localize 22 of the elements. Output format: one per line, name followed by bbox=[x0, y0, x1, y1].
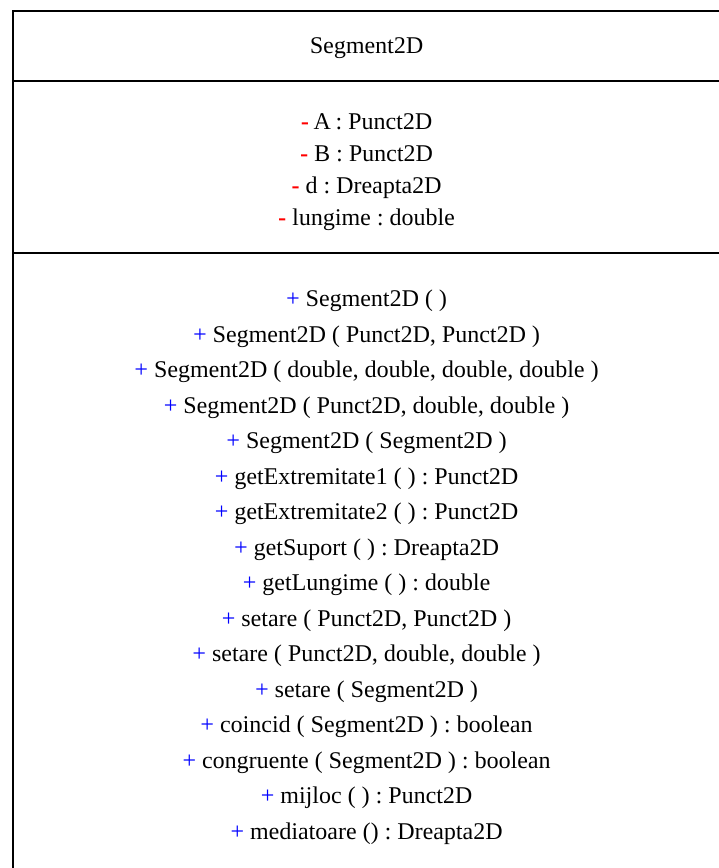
method-text: + setare ( Punct2D, Punct2D ) bbox=[220, 604, 512, 634]
method-text: + getExtremitate1 ( ) : Punct2D bbox=[214, 462, 520, 492]
attribute-text: - B : Punct2D bbox=[299, 140, 434, 169]
class-box bbox=[12, 10, 719, 868]
method-text: + congruente ( Segment2D ) : boolean bbox=[181, 746, 552, 776]
method-text: + coincid ( Segment2D ) : boolean bbox=[199, 711, 534, 740]
method-text: + mediatoare () : Dreapta2D bbox=[229, 818, 504, 846]
attribute-text: - A : Punct2D bbox=[300, 108, 434, 137]
method-text: + Segment2D ( Segment2D ) bbox=[225, 427, 508, 456]
method-text: + getExtremitate2 ( ) : Punct2D bbox=[214, 498, 520, 527]
attribute-text: - d : Dreapta2D bbox=[290, 172, 442, 201]
method-text: + Segment2D ( ) bbox=[285, 285, 448, 314]
attribute-text: - lungime : double bbox=[277, 204, 456, 233]
method-text: + Segment2D ( Punct2D, double, double ) bbox=[162, 392, 570, 420]
method-text: + mijloc ( ) : Punct2D bbox=[260, 782, 474, 811]
class-name: Segment2D bbox=[308, 32, 424, 61]
method-text: + Segment2D ( double, double, double, double ) bbox=[133, 356, 600, 385]
method-text: + setare ( Punct2D, double, double ) bbox=[191, 640, 542, 669]
method-text: + setare ( Segment2D ) bbox=[254, 676, 479, 704]
method-text: + getSuport ( ) : Dreapta2D bbox=[233, 534, 500, 562]
method-text: + Segment2D ( Punct2D, Punct2D ) bbox=[192, 320, 541, 350]
method-text: + getLungime ( ) : double bbox=[242, 569, 492, 598]
